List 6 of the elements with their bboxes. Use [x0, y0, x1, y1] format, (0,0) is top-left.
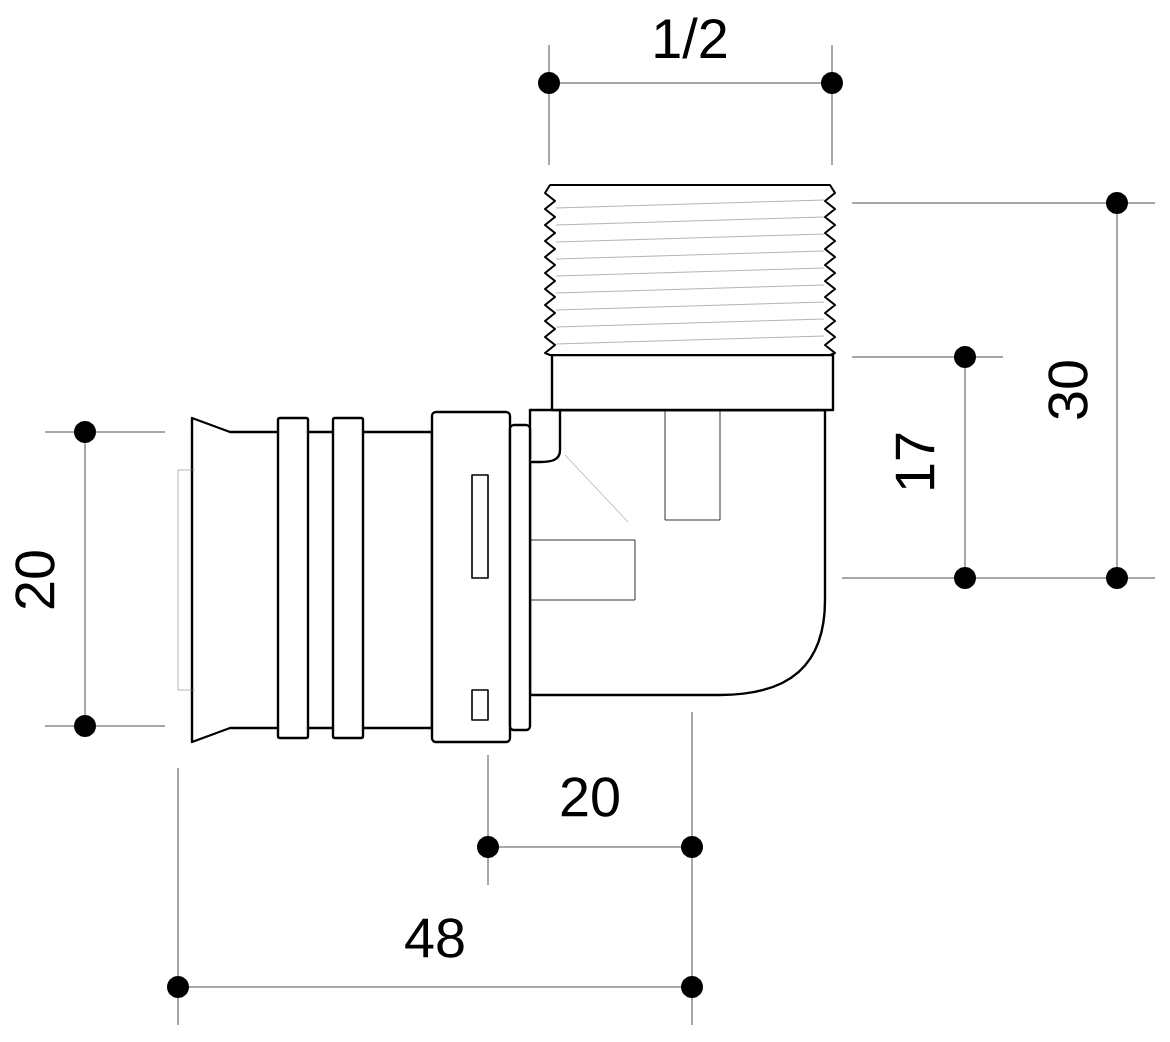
dimension-label: 17 [895, 433, 935, 489]
dimension-label: 20 [561, 777, 619, 817]
dimension-label: 48 [405, 918, 464, 958]
dimension-label: 20 [15, 551, 55, 609]
dimension-label: 1/2 [655, 17, 726, 59]
dimension-label: 30 [1048, 361, 1088, 419]
